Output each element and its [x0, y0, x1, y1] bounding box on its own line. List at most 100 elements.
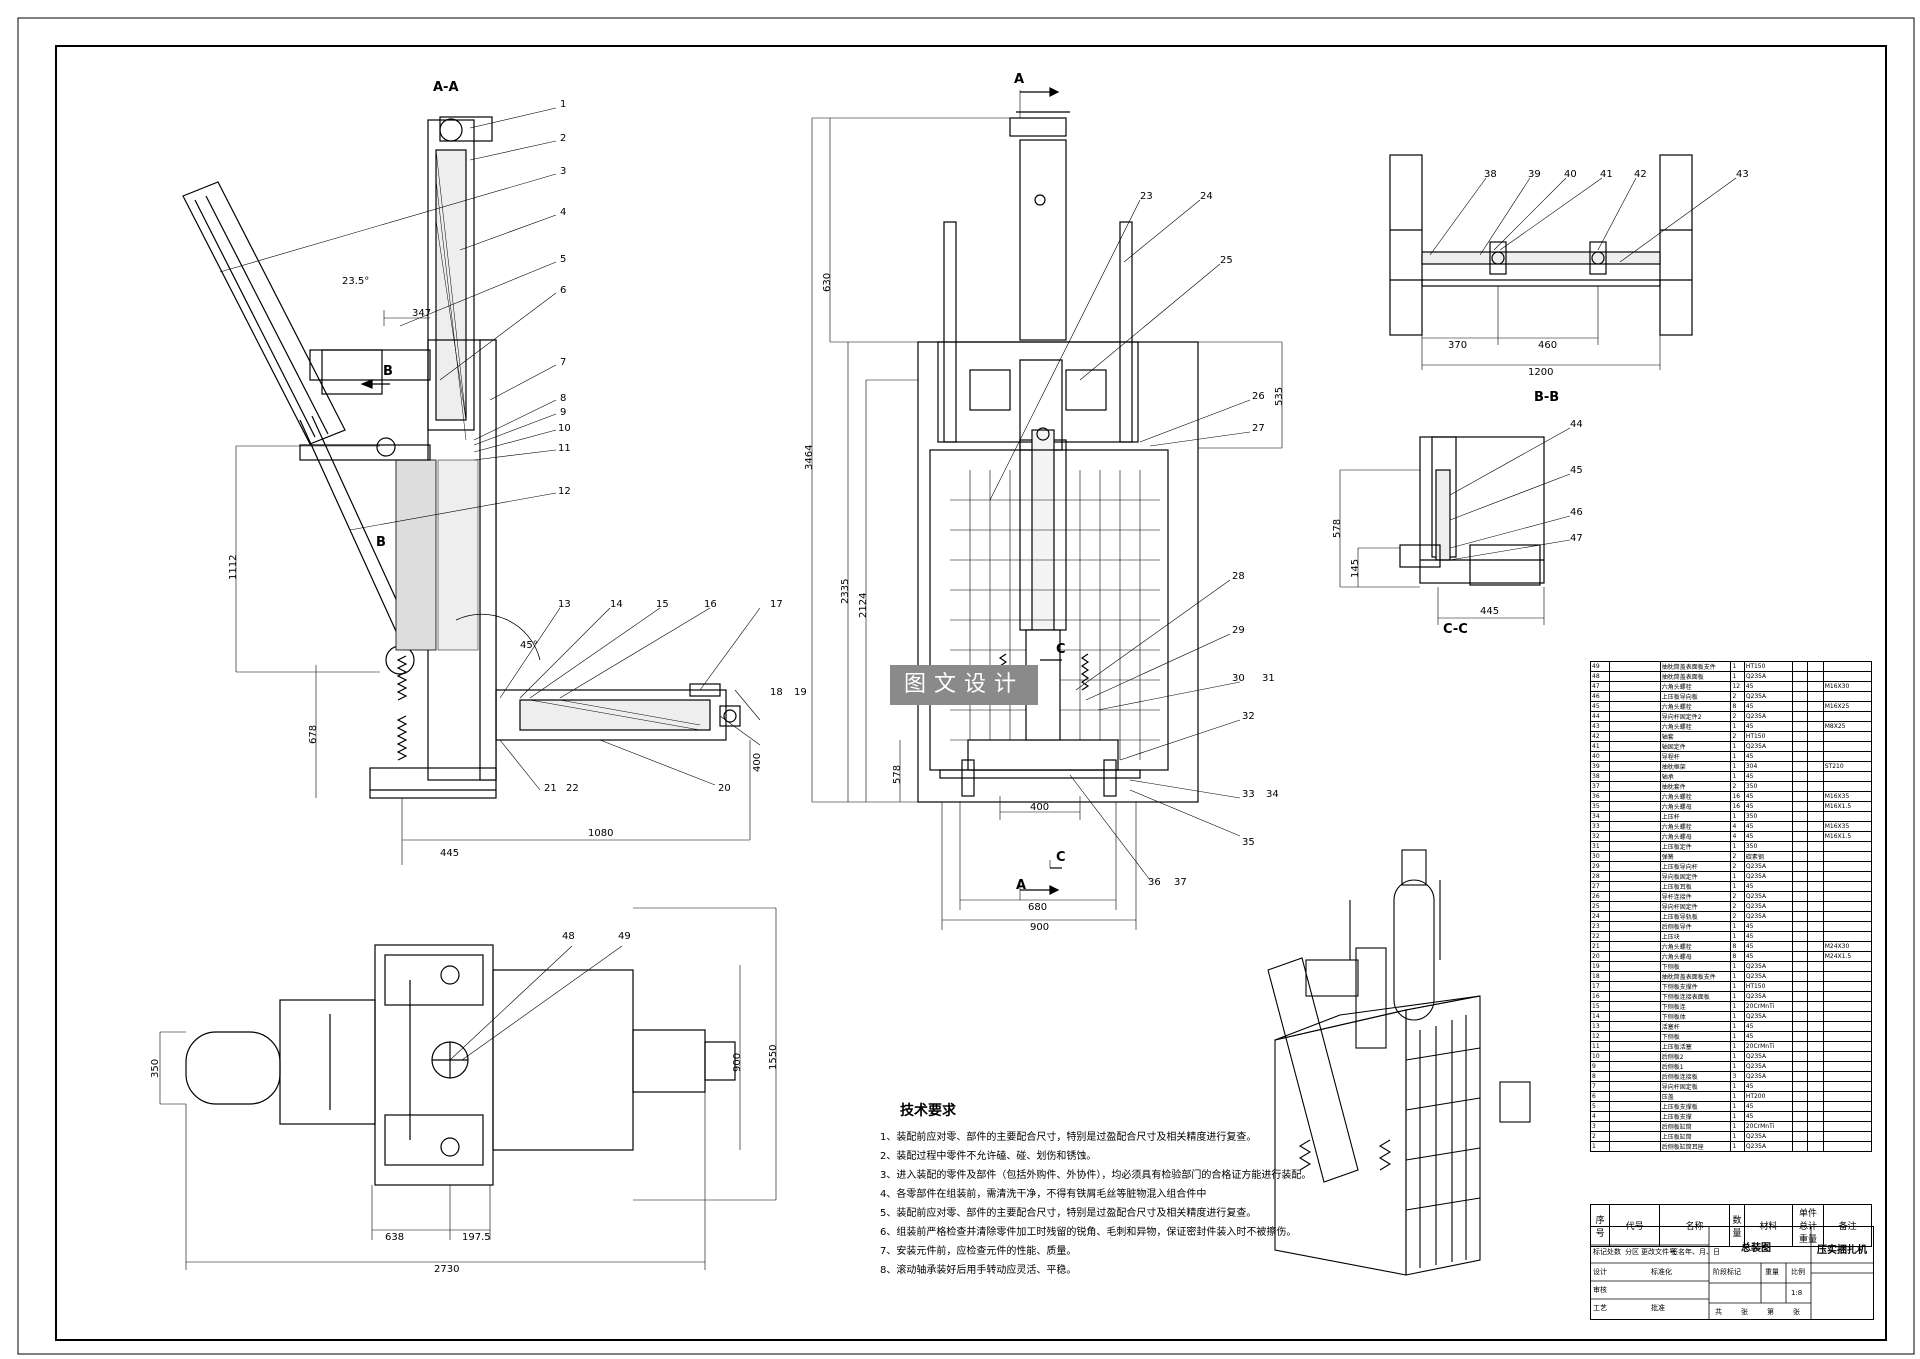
bom-cell [1609, 711, 1661, 722]
bom-cell: 上压块 [1659, 931, 1732, 942]
part-label: 38 [1484, 169, 1497, 180]
bom-cell [1822, 1071, 1873, 1082]
bom-col-remark: 备注 [1823, 1204, 1872, 1247]
bom-cell: M8X25 [1822, 721, 1873, 732]
bom-cell [1791, 1091, 1809, 1102]
bom-cell: M24X1.5 [1822, 951, 1873, 962]
bom-header: 序号 代号 名称 数量 材料 单件 总计重量 备注 [1589, 1204, 1872, 1247]
bom-cell: 2 [1730, 711, 1745, 722]
bom-cell [1822, 781, 1873, 792]
bom-cell [1807, 891, 1824, 902]
part-label: 42 [1634, 169, 1647, 180]
bom-cell: 2 [1730, 781, 1745, 792]
bom-cell: 15 [1589, 1001, 1611, 1012]
bom-cell [1609, 901, 1661, 912]
bom-cell [1609, 971, 1661, 982]
bom-cell [1791, 1001, 1809, 1012]
bom-cell [1609, 691, 1661, 702]
bom-cell: 1 [1730, 1141, 1745, 1152]
tb-sheets: 共 [1715, 1308, 1722, 1316]
bom-cell: 碳素钢 [1743, 851, 1794, 862]
dim-label: 1112 [228, 554, 239, 580]
bom-cell [1807, 851, 1824, 862]
bom-cell [1791, 721, 1809, 732]
bom-cell: 六角头螺栓 [1659, 681, 1732, 692]
part-label: 33 [1242, 789, 1255, 800]
bom-cell: 42 [1589, 731, 1611, 742]
bom-cell [1791, 851, 1809, 862]
bom-cell [1791, 861, 1809, 872]
view-bb [1389, 154, 1693, 336]
tb-process: 工艺 [1593, 1304, 1607, 1312]
angle-label: 23.5° [342, 276, 370, 287]
bom-cell: 2 [1730, 891, 1745, 902]
part-label: 44 [1570, 419, 1583, 430]
bom-cell: HT150 [1743, 731, 1794, 742]
bom-cell [1609, 821, 1661, 832]
part-label: 27 [1252, 423, 1265, 434]
bom-cell: 37 [1589, 781, 1611, 792]
bom-cell [1791, 971, 1809, 982]
part-label: 40 [1564, 169, 1577, 180]
bom-cell [1791, 771, 1809, 782]
bom-cell [1807, 1051, 1824, 1062]
bom-cell [1609, 1041, 1661, 1052]
bom-cell: 抽枕套件 [1659, 781, 1732, 792]
dim-label: 900 [1030, 922, 1050, 933]
part-label: 21 [544, 783, 557, 794]
bom-cell [1791, 911, 1809, 922]
part-label: 3 [560, 166, 567, 177]
bom-cell: 45 [1743, 701, 1794, 712]
tech-line: 1、装配前应对零、部件的主要配合尺寸，特别是过盈配合尺寸及相关精度进行复查。 [880, 1132, 1257, 1143]
top-dim-lines [159, 907, 777, 1270]
bom-cell: Q235A [1743, 671, 1794, 682]
bom-cell [1807, 791, 1824, 802]
bom-cell [1807, 1021, 1824, 1032]
bom-cell [1609, 931, 1661, 942]
aa-dim-lines [235, 310, 761, 865]
bom-cell: 45 [1589, 701, 1611, 712]
bom-cell: 8 [1730, 701, 1745, 712]
dim-label: 578 [1332, 518, 1343, 538]
bom-cell: 抽枕筒盖表面板 [1659, 671, 1732, 682]
bom-cell [1807, 1071, 1824, 1082]
bom-cell [1822, 1011, 1873, 1022]
bom-cell [1791, 1081, 1809, 1092]
cut-label-c-bottom: C [1056, 850, 1066, 865]
dim-label: 1200 [1528, 367, 1554, 378]
bom-cell [1791, 671, 1809, 682]
bom-cell [1791, 1021, 1809, 1032]
bom-cell: 3 [1730, 1071, 1745, 1082]
bom-cell: 上压板导向板 [1659, 691, 1732, 702]
bom-cell: 45 [1743, 1031, 1794, 1042]
tb-drawing-name: 总装图 [1741, 1243, 1771, 1254]
bom-cell [1807, 741, 1824, 752]
tb-weight: 重量 [1765, 1268, 1779, 1276]
bom-cell [1807, 1011, 1824, 1022]
bom-cell [1791, 981, 1809, 992]
bom-cell: 41 [1589, 741, 1611, 752]
bom-cell: 下侧板体 [1659, 1011, 1732, 1022]
bom-col-qty: 数量 [1728, 1204, 1746, 1247]
bom-cell [1609, 911, 1661, 922]
bom-cell [1807, 1141, 1824, 1152]
cut-label-a-top: A [1014, 72, 1025, 87]
bom-cell [1791, 701, 1809, 712]
bom-cell [1807, 781, 1824, 792]
bom-cell: 4 [1589, 1111, 1611, 1122]
bom-cell [1791, 661, 1809, 672]
bom-cell: 16 [1730, 791, 1745, 802]
dim-label: 347 [412, 308, 432, 319]
bom-cell: 1 [1730, 1061, 1745, 1072]
bom-cell: 1 [1730, 961, 1745, 972]
bom-cell [1609, 741, 1661, 752]
bom-cell [1791, 781, 1809, 792]
